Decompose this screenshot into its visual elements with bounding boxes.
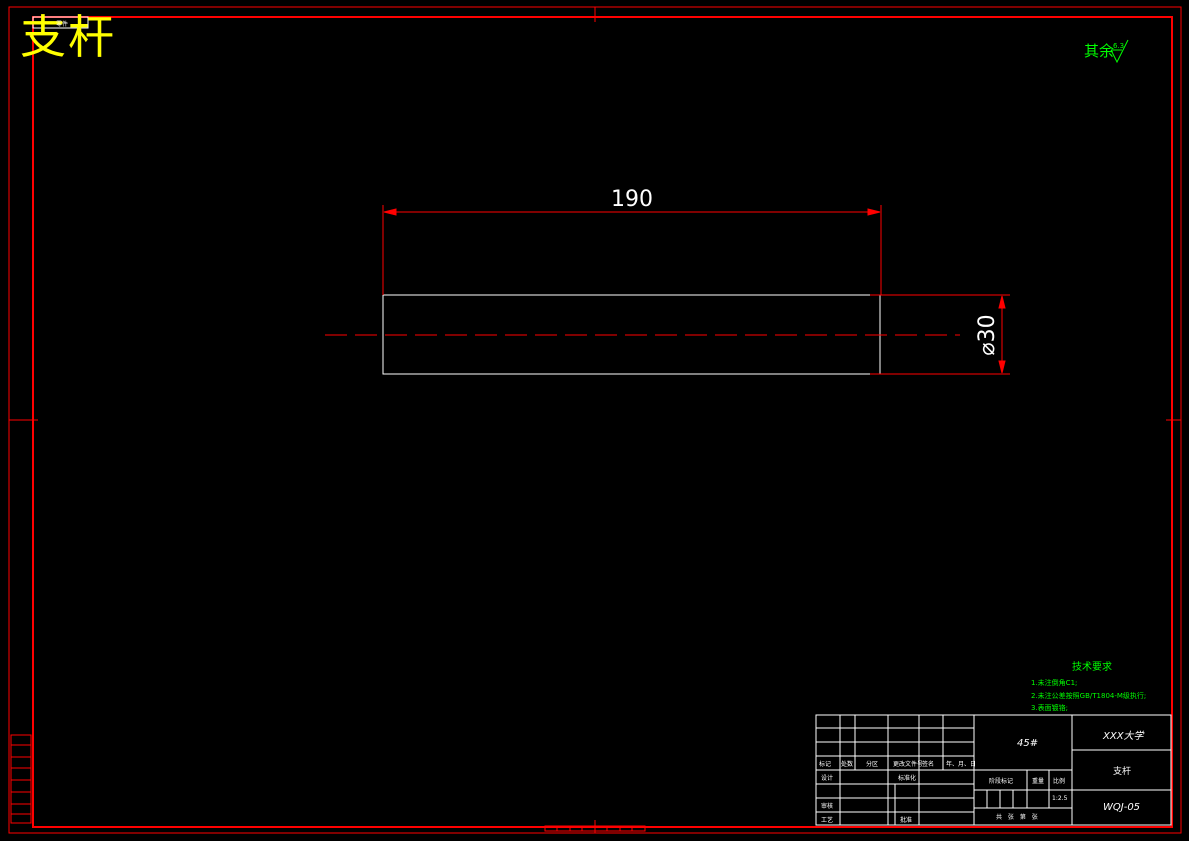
- design-label: 设计: [821, 775, 834, 782]
- scale-label: 比例: [1053, 778, 1066, 785]
- approve-label: 批准: [900, 817, 913, 824]
- row-header-zone: 分区: [866, 761, 879, 768]
- row-header-change-doc: 更改文件号: [893, 761, 924, 768]
- stage-label: 阶段标记: [989, 778, 1014, 785]
- tech-requirements-title: 技术要求: [1072, 662, 1112, 673]
- corner-tag-label: 零件: [56, 21, 69, 28]
- title-block-grid: [815, 714, 1172, 826]
- roughness-note: 其余: [1084, 42, 1115, 60]
- left-binding-strip: [10, 734, 32, 824]
- row-header-count: 处数: [841, 761, 854, 768]
- bottom-ruler: [544, 825, 646, 832]
- row-header-mark: 标记: [819, 761, 832, 768]
- weight-label: 重量: [1032, 778, 1045, 785]
- part-title: 支杆: [20, 10, 116, 64]
- corner-tag-box: [32, 16, 89, 29]
- diameter-dimension: [870, 294, 1010, 375]
- inner-frame: [32, 16, 1173, 828]
- title-block-part-name: 支杆: [1113, 767, 1132, 777]
- sheet-info: 共 张 第 张: [996, 814, 1040, 821]
- length-dimension-text: 190: [611, 187, 653, 212]
- length-dimension: [382, 205, 882, 295]
- outer-frame: [8, 6, 1182, 834]
- material-text: 45#: [1017, 738, 1039, 749]
- roughness-symbol: [1110, 39, 1129, 64]
- tech-requirement-3: 3.表面镀铬;: [1031, 704, 1069, 712]
- scale-value: 1:2.5: [1052, 795, 1068, 802]
- row-header-signature: 签名: [922, 761, 935, 768]
- process-label: 工艺: [821, 817, 834, 824]
- centering-marks: [9, 7, 1181, 833]
- tech-requirement-2: 2.未注公差按照GB/T1804-M级执行;: [1031, 692, 1147, 700]
- row-header-date: 年、月、日: [946, 761, 977, 768]
- drawing-number: WQJ-05: [1103, 802, 1141, 813]
- standard-label: 标准化: [898, 775, 917, 782]
- review-label: 审核: [821, 803, 834, 810]
- roughness-value: 6.3: [1113, 42, 1124, 50]
- tech-requirement-1: 1.未注倒角C1;: [1031, 679, 1078, 687]
- diameter-dimension-text: ⌀30: [975, 314, 1000, 355]
- school-name: XXX大学: [1103, 731, 1144, 742]
